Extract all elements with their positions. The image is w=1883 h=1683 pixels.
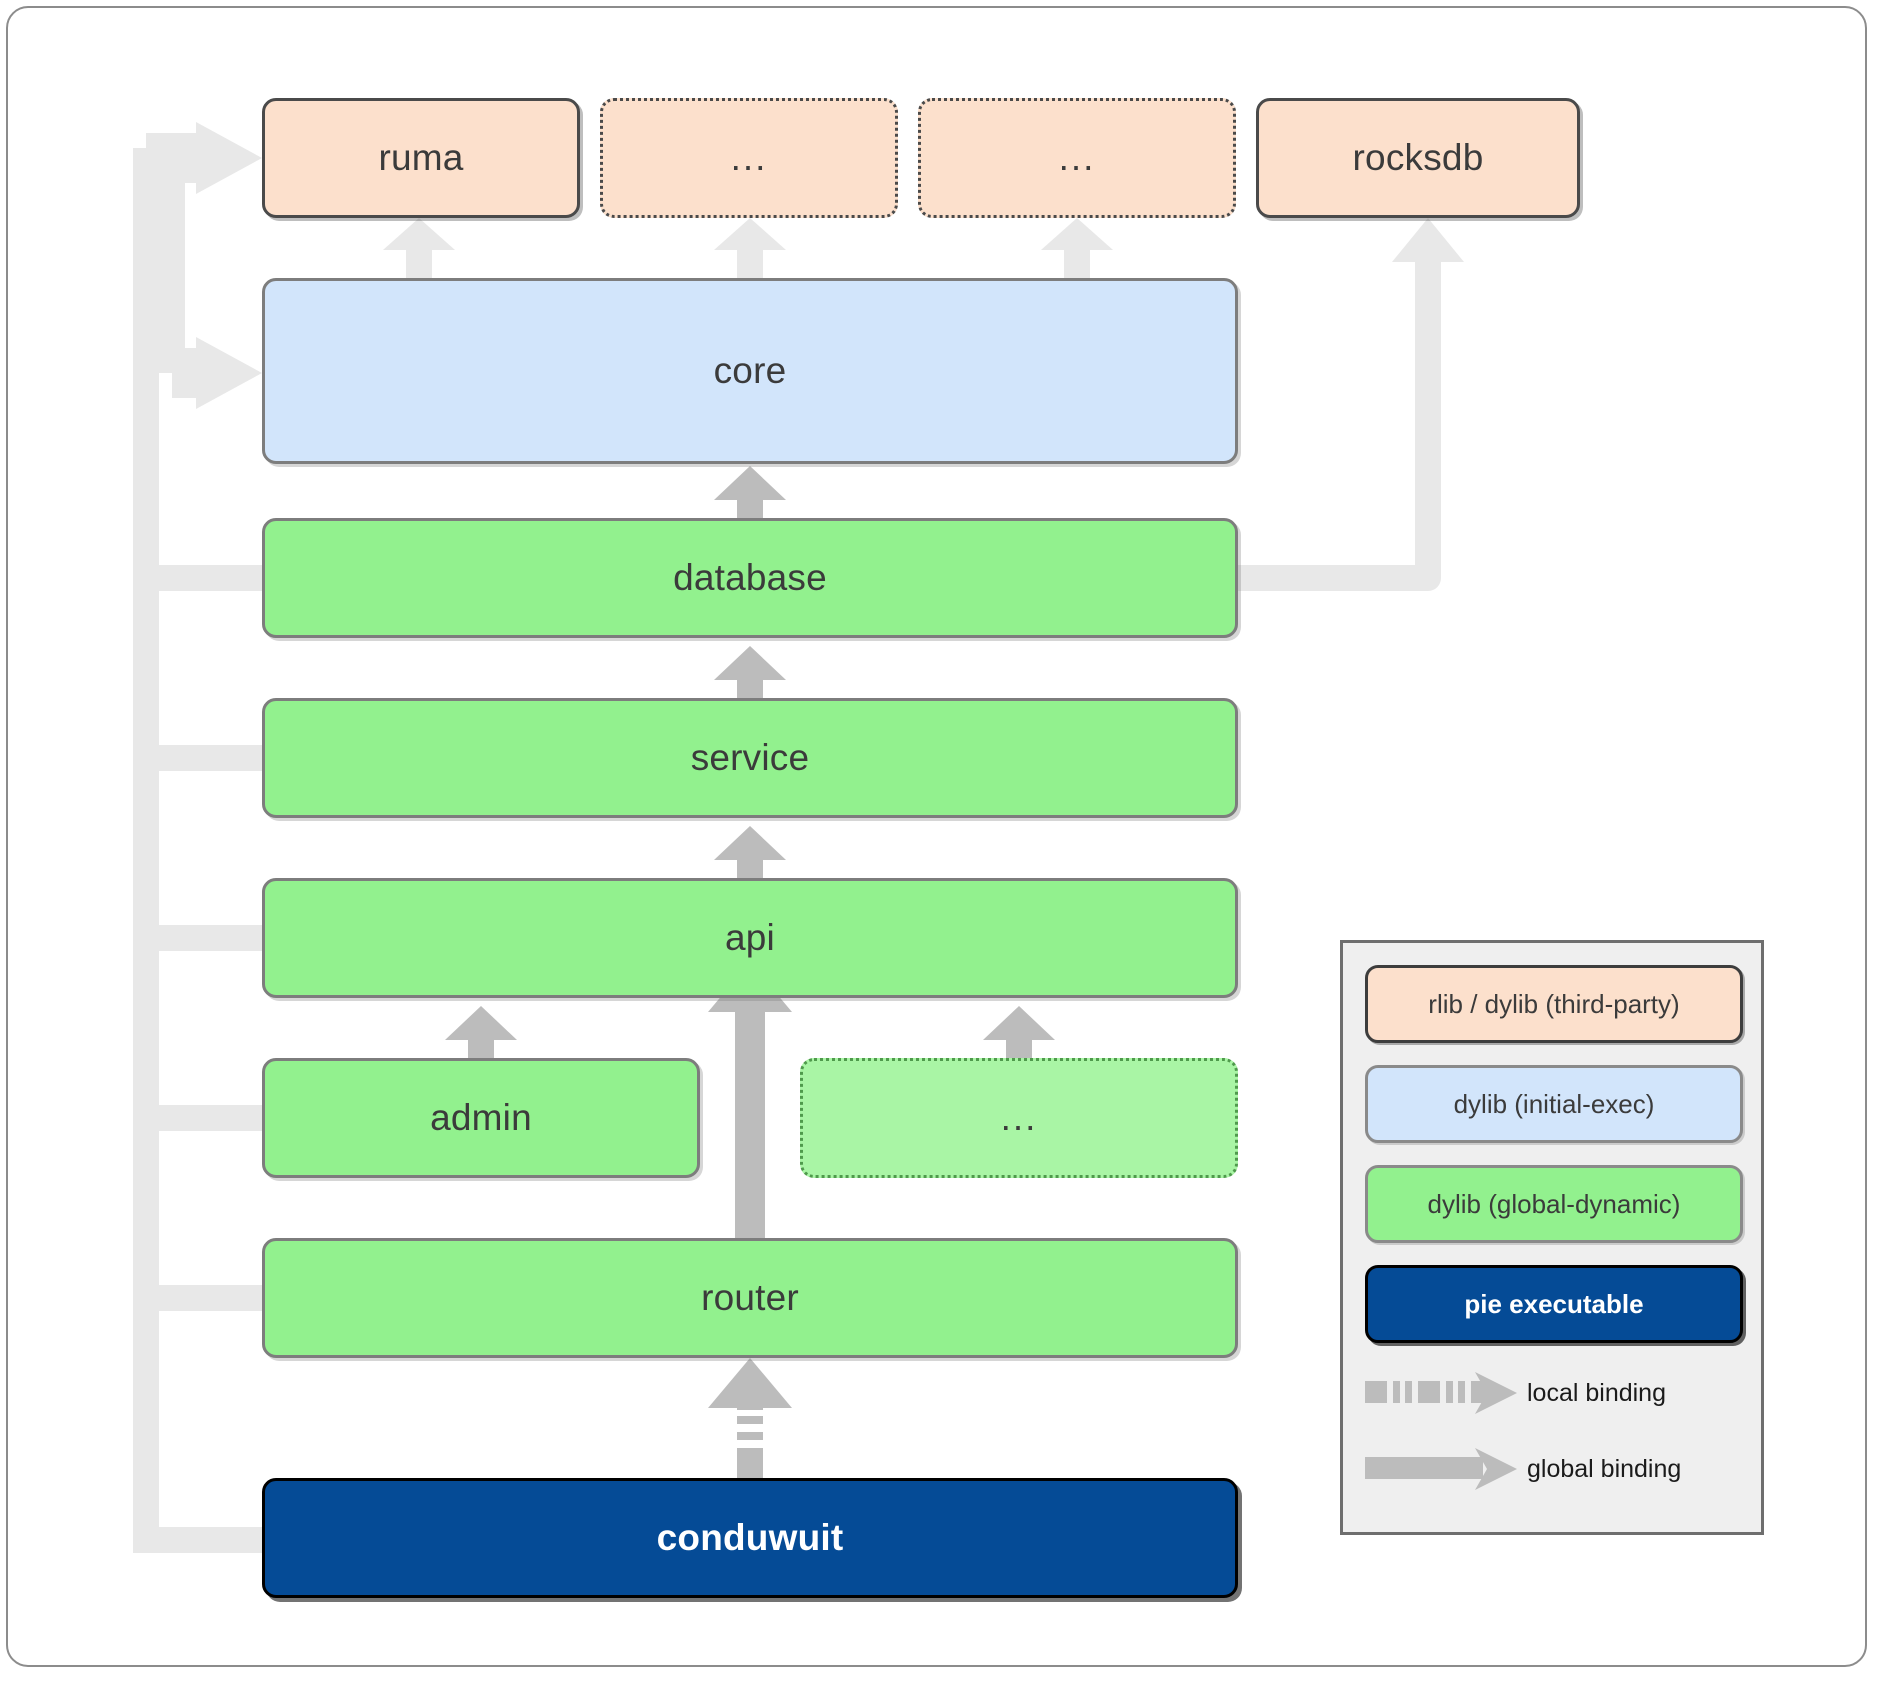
legend-item-global-dynamic: dylib (global-dynamic) xyxy=(1365,1165,1743,1243)
node-third-party-ellipsis-2[interactable]: ... xyxy=(918,98,1236,218)
legend-item-label: dylib (global-dynamic) xyxy=(1427,1188,1681,1219)
legend-item-initial-exec: dylib (initial-exec) xyxy=(1365,1065,1743,1143)
node-rocksdb[interactable]: rocksdb xyxy=(1256,98,1580,218)
node-admin[interactable]: admin xyxy=(262,1058,700,1178)
node-label: ... xyxy=(730,136,768,178)
legend-arrow-label: global binding xyxy=(1527,1454,1682,1483)
node-api[interactable]: api xyxy=(262,878,1238,998)
node-label: ... xyxy=(1000,1096,1038,1138)
node-ruma[interactable]: ruma xyxy=(262,98,580,218)
legend-item-label: dylib (initial-exec) xyxy=(1453,1088,1655,1119)
legend-arrow-label: local binding xyxy=(1527,1378,1666,1407)
node-label: ruma xyxy=(378,137,464,178)
node-label: database xyxy=(673,557,827,598)
node-label: router xyxy=(701,1277,799,1318)
node-database[interactable]: database xyxy=(262,518,1238,638)
node-global-dynamic-ellipsis[interactable]: ... xyxy=(800,1058,1238,1178)
legend-item-label: rlib / dylib (third-party) xyxy=(1428,988,1680,1019)
node-label: admin xyxy=(430,1097,532,1138)
node-label: core xyxy=(713,350,787,391)
legend-row-global-binding: global binding xyxy=(1365,1439,1745,1499)
node-router[interactable]: router xyxy=(262,1238,1238,1358)
local-binding-arrow-icon xyxy=(1365,1370,1517,1416)
node-core[interactable]: core xyxy=(262,278,1238,464)
node-label: conduwuit xyxy=(656,1517,844,1558)
legend-item-pie-executable: pie executable xyxy=(1365,1265,1743,1343)
node-label: service xyxy=(690,737,810,778)
legend-item-label: pie executable xyxy=(1464,1288,1644,1319)
legend-panel: rlib / dylib (third-party) dylib (initia… xyxy=(1340,940,1764,1535)
node-conduwuit[interactable]: conduwuit xyxy=(262,1478,1238,1598)
node-label: api xyxy=(725,917,775,958)
legend-item-third-party: rlib / dylib (third-party) xyxy=(1365,965,1743,1043)
node-service[interactable]: service xyxy=(262,698,1238,818)
node-label: rocksdb xyxy=(1352,137,1484,178)
node-third-party-ellipsis-1[interactable]: ... xyxy=(600,98,898,218)
global-binding-arrow-icon xyxy=(1365,1446,1517,1492)
legend-row-local-binding: local binding xyxy=(1365,1363,1745,1423)
node-label: ... xyxy=(1058,136,1096,178)
